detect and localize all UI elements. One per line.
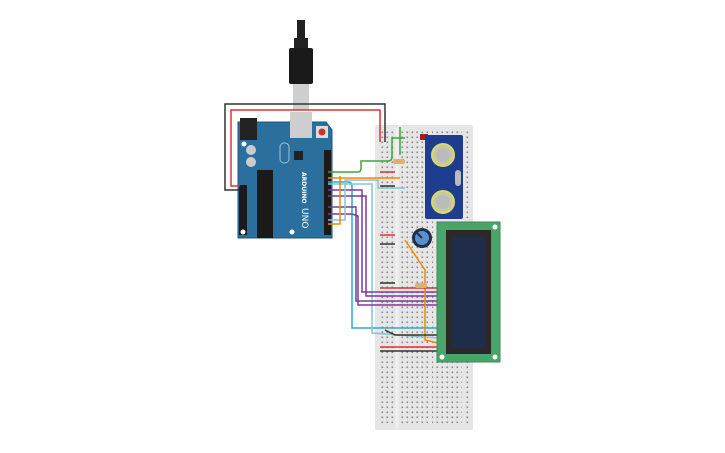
wire-purple-4 — [328, 213, 440, 306]
wire-black-gnd — [224, 103, 386, 191]
led[interactable] — [420, 134, 428, 140]
wire-purple-3 — [328, 206, 440, 302]
wire-teal-2 — [328, 179, 405, 221]
atmega-chip — [257, 170, 273, 238]
usb-cable[interactable] — [289, 20, 313, 110]
lcd-16x2[interactable] — [436, 221, 501, 363]
wire-orange-2 — [328, 176, 341, 225]
brand-label: ARDUINO — [300, 172, 307, 203]
wire-red-5v — [230, 109, 381, 187]
wire-black-lcd — [384, 329, 440, 336]
wire-green — [328, 137, 405, 173]
arduino-uno[interactable]: ARDUINO UNO — [237, 112, 333, 239]
wire-purple-2 — [328, 195, 440, 297]
usb-port — [290, 112, 312, 138]
potentiometer[interactable] — [412, 228, 432, 248]
wires[interactable] — [224, 103, 440, 352]
ultrasonic-sensor[interactable] — [425, 135, 463, 219]
power-jack — [240, 118, 257, 140]
power-header — [239, 185, 247, 235]
wire-orange-pot — [404, 239, 439, 344]
lcd-screen — [452, 237, 485, 348]
model-label: UNO — [299, 208, 309, 228]
resistor[interactable] — [393, 159, 427, 288]
digital-header — [324, 150, 331, 235]
